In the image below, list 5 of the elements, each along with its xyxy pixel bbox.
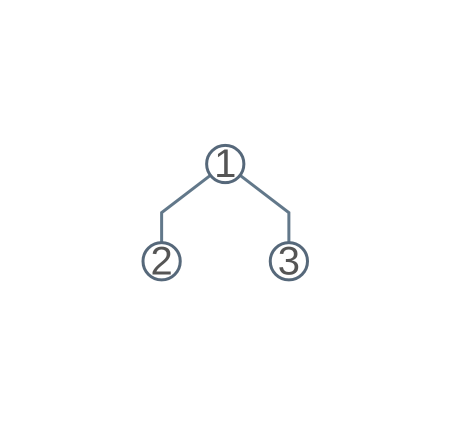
node-circle: 2 [141, 242, 182, 282]
connector [238, 174, 290, 243]
node-circle: 1 [204, 144, 246, 184]
node-circle: 3 [268, 242, 309, 282]
connector [160, 174, 212, 243]
